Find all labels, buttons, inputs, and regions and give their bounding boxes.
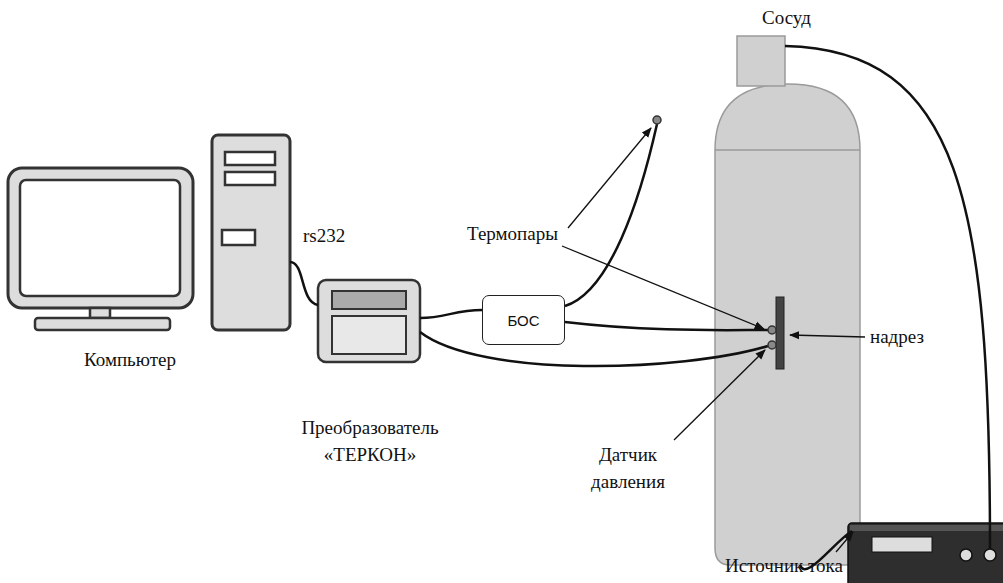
terkon-converter-part [318,280,420,362]
wires-part [565,322,768,330]
source-label: Источник тока [725,552,843,579]
computer-monitor [8,168,193,330]
computer-monitor-part [90,308,110,318]
thermocouple-label: Термопары [467,220,558,247]
box-text: БОС [507,312,539,329]
wires-part [420,310,482,318]
computer-tower-part [212,135,290,330]
computer-monitor-part [20,180,180,296]
wires-part [290,262,318,305]
vessel-cylinder-part [715,149,860,151]
wires [290,46,990,569]
computer-monitor-part [35,318,170,330]
vessel-cylinder-part [737,36,785,86]
leader-lines-part [568,128,651,228]
vessel-label: Сосуд [762,4,811,31]
wires-part [785,46,990,549]
sensor-label: Датчик давления [580,441,676,495]
current-source-part [984,549,996,561]
terkon-converter [318,280,420,362]
current-source-part [850,525,1003,531]
computer-label: Компьютер [84,346,176,373]
computer-monitor-part [8,168,193,308]
converter-label: Преобразователь «ТЕРКОН» [285,414,455,468]
computer-tower-part [225,152,275,165]
port-label: rs232 [303,222,345,249]
computer-tower-part [222,230,255,245]
notch-slot [776,297,784,369]
computer-tower-part [225,172,275,185]
terkon-converter-part [332,316,406,354]
vessel-cylinder [715,36,860,565]
control-unit-box: БОС [482,295,565,345]
current-source-part [848,523,1003,583]
current-source-part [872,537,932,552]
current-source-part [960,549,972,561]
computer-tower [212,135,290,330]
terkon-converter-part [332,291,406,309]
wires-part [420,332,768,366]
leader-lines-part [674,350,765,440]
leader-lines-part [790,335,865,337]
vessel-cylinder-part [715,84,860,565]
leader-lines-part [562,246,764,329]
leader-lines-part [836,532,853,552]
thermocouple-junction [768,326,776,334]
pressure-sensor [768,341,776,349]
thermocouple-tip [653,116,661,124]
notch-label: надрез [870,323,924,350]
current-source [848,523,1003,583]
leader-lines [562,128,865,552]
